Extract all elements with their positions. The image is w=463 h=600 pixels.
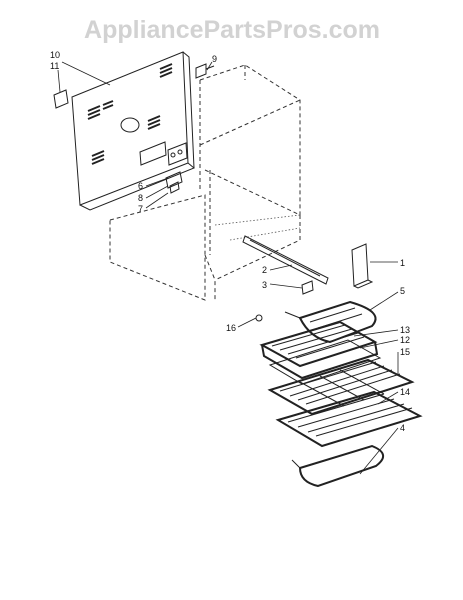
bracket-part [53,89,69,109]
callout-2: 2 [262,265,267,275]
callout-4: 4 [400,423,405,433]
callout-7: 7 [138,204,143,214]
broil-element [284,300,377,344]
cabinet-frame [109,64,301,301]
clip-part [165,171,183,189]
callout-14: 14 [400,387,410,397]
callout-12: 12 [400,335,410,345]
callout-1: 1 [400,258,405,268]
callout-11: 11 [50,61,59,71]
oven-rack [267,358,415,416]
screw-16 [255,314,263,322]
panel-hole [120,117,140,133]
screw-part [195,63,215,79]
watermark-text: AppliancePartsPros.com [84,16,380,44]
callout-15: 15 [400,347,410,357]
callout-5: 5 [400,286,405,296]
callout-9: 9 [212,54,217,64]
callout-8: 8 [138,193,143,203]
side-rail [242,235,329,285]
bake-element [291,444,384,488]
back-panel [53,51,195,211]
fastener-part [301,280,314,295]
callout-10: 10 [50,50,60,60]
callout-13: 13 [400,325,410,335]
lower-rack [275,390,423,448]
panel-vents [87,63,173,165]
callout-3: 3 [262,280,267,290]
leader-lines [57,61,399,475]
callout-16: 16 [226,323,236,333]
vent-trim [351,243,374,289]
callout-6: 6 [138,181,143,191]
broil-pan [259,320,382,385]
terminal-block [167,142,188,166]
